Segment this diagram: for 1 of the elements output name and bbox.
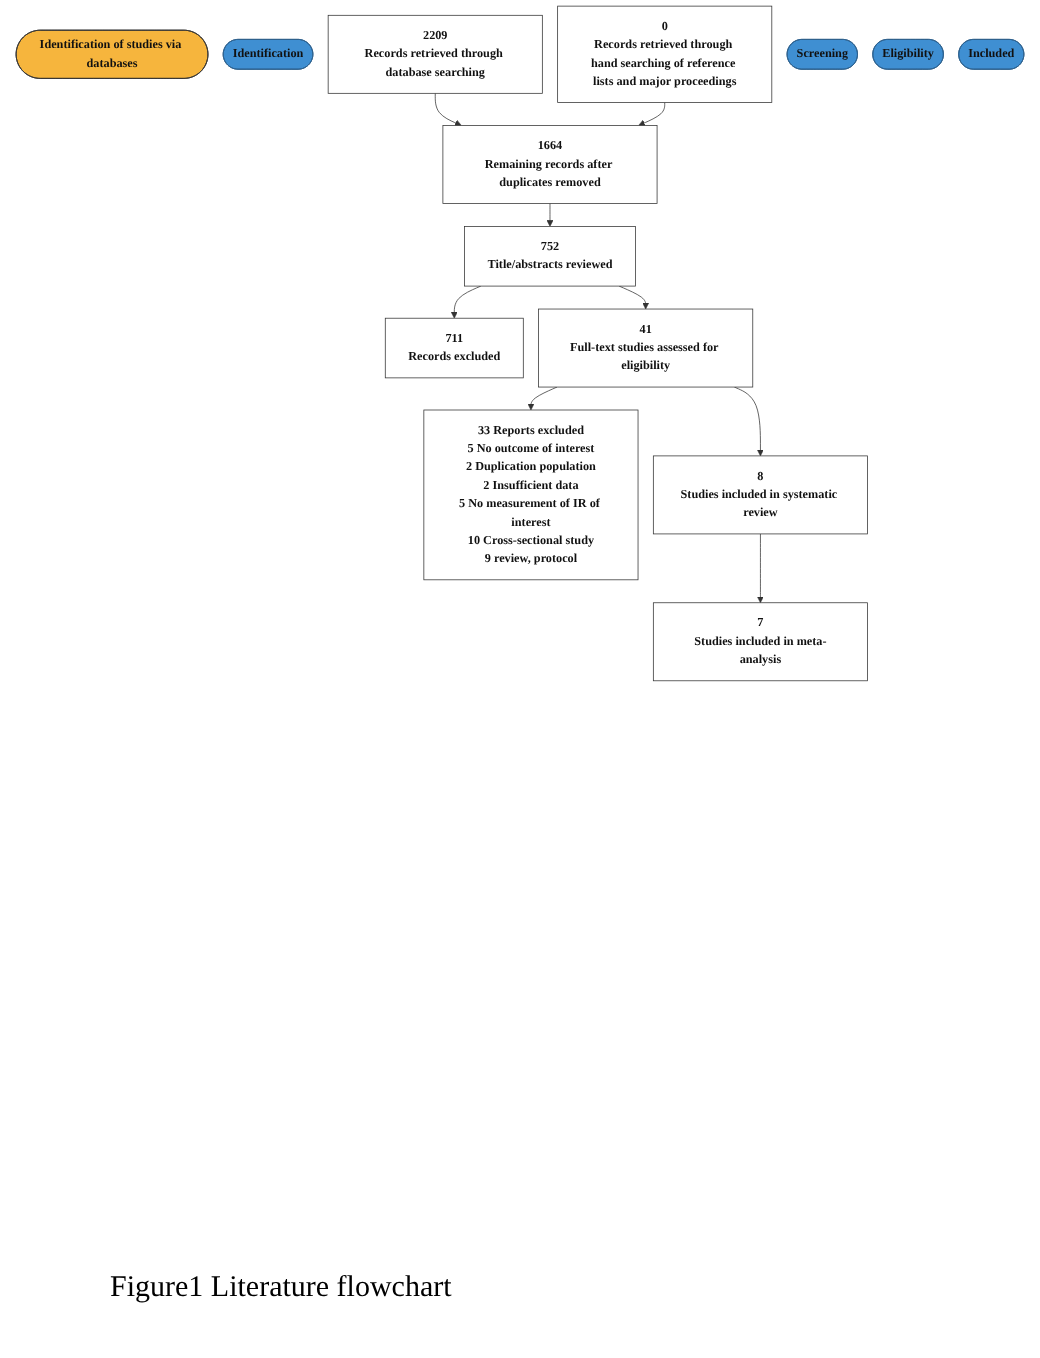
figure-caption: Figure1 Literature flowchart [110, 1272, 452, 1306]
